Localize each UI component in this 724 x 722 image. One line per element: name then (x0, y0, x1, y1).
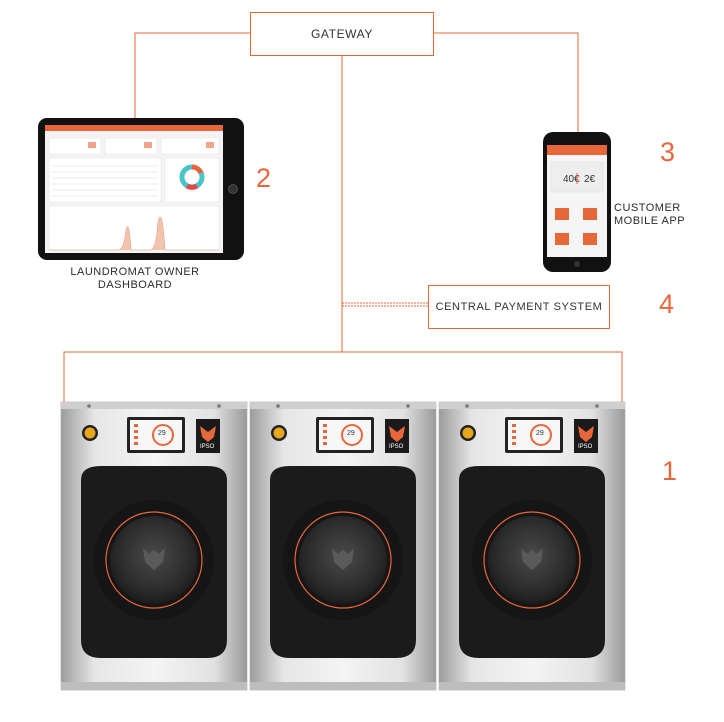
mobile-phone: 40€ 2€ (543, 132, 611, 272)
washer-1 (60, 401, 248, 691)
gateway-label: GATEWAY (311, 27, 373, 41)
washer-2-brand: IPSO (389, 444, 404, 450)
washer-3-display: 29 (536, 430, 544, 437)
number-dashboard: 2 (256, 163, 272, 193)
line-gateway-dashboard (134, 32, 250, 118)
payment-system-box: CENTRAL PAYMENT SYSTEM (428, 285, 610, 329)
payment-system-label: CENTRAL PAYMENT SYSTEM (435, 301, 603, 313)
washer-2 (249, 401, 437, 691)
phone-amount-right: 2€ (584, 174, 596, 185)
mobile-app-label: CUSTOMER MOBILE APP (614, 202, 686, 227)
washer-2-display: 29 (347, 430, 355, 437)
line-gateway-mobile (433, 32, 579, 132)
washer-1-display: 29 (158, 430, 166, 437)
tablet-dashboard (38, 118, 244, 260)
tablet-home-button (228, 184, 238, 194)
number-payment: 4 (659, 289, 675, 319)
washer-1-brand: IPSO (200, 444, 215, 450)
number-machines: 1 (662, 456, 678, 486)
washer-3-brand: IPSO (578, 444, 593, 450)
washer-3 (438, 401, 626, 691)
number-mobile: 3 (660, 137, 676, 167)
gateway-box: GATEWAY (250, 12, 434, 56)
line-machines-bus (63, 351, 623, 402)
phone-amount-left: 40€ (563, 174, 580, 185)
dashboard-label: LAUNDROMAT OWNER DASHBOARD (70, 266, 200, 291)
